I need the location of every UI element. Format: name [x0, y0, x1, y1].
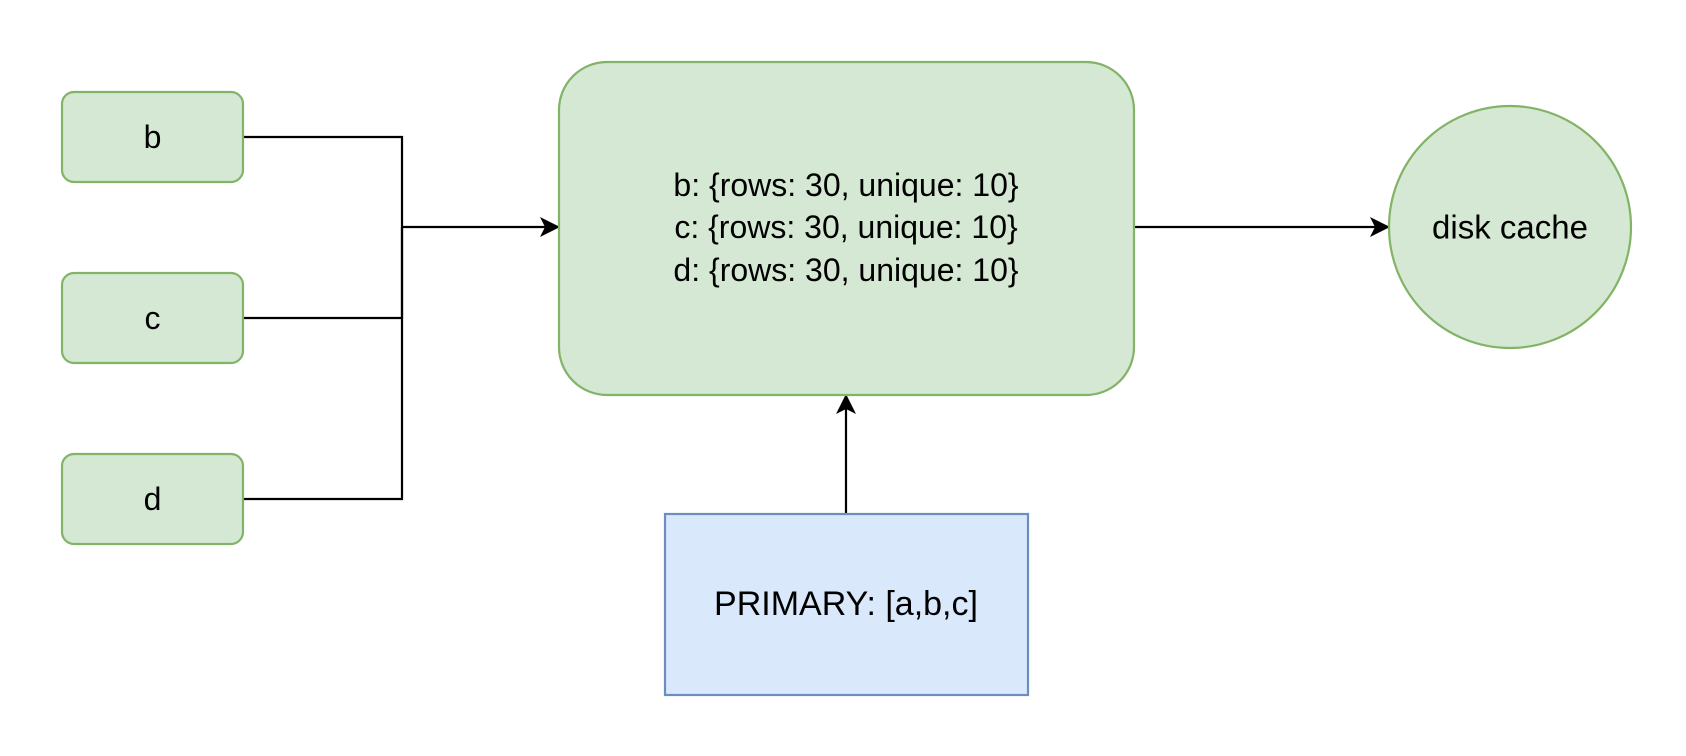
- input-node-c[interactable]: c: [60, 271, 245, 365]
- edge-b-to-stats: [243, 135, 404, 227]
- input-node-d-box: [60, 452, 245, 546]
- input-node-c-box: [60, 271, 245, 365]
- input-node-c-label: c: [145, 300, 161, 336]
- input-node-d-label: d: [144, 481, 162, 517]
- input-node-b-label: b: [144, 119, 162, 155]
- input-node-b-box: [60, 90, 245, 184]
- stats-node[interactable]: b: {rows: 30, unique: 10} c: {rows: 30, …: [557, 60, 1136, 397]
- primary-node-box: [663, 512, 1030, 697]
- connectors: [243, 135, 1390, 514]
- edge-c-to-stats: [243, 227, 404, 320]
- cache-node-label: disk cache: [1432, 209, 1588, 246]
- primary-node[interactable]: PRIMARY: [a,b,c]: [663, 512, 1030, 697]
- stats-node-box: [557, 60, 1136, 397]
- input-node-d[interactable]: d: [60, 452, 245, 546]
- stats-line-c: c: {rows: 30, unique: 10}: [674, 209, 1018, 245]
- edge-d-to-stats: [243, 227, 404, 501]
- stats-line-d: d: {rows: 30, unique: 10}: [673, 252, 1018, 288]
- primary-node-label: PRIMARY: [a,b,c]: [714, 585, 978, 623]
- cache-node[interactable]: disk cache: [1387, 104, 1633, 350]
- stats-line-b: b: {rows: 30, unique: 10}: [673, 167, 1018, 203]
- cache-node-circle: [1387, 104, 1633, 350]
- input-node-b[interactable]: b: [60, 90, 245, 184]
